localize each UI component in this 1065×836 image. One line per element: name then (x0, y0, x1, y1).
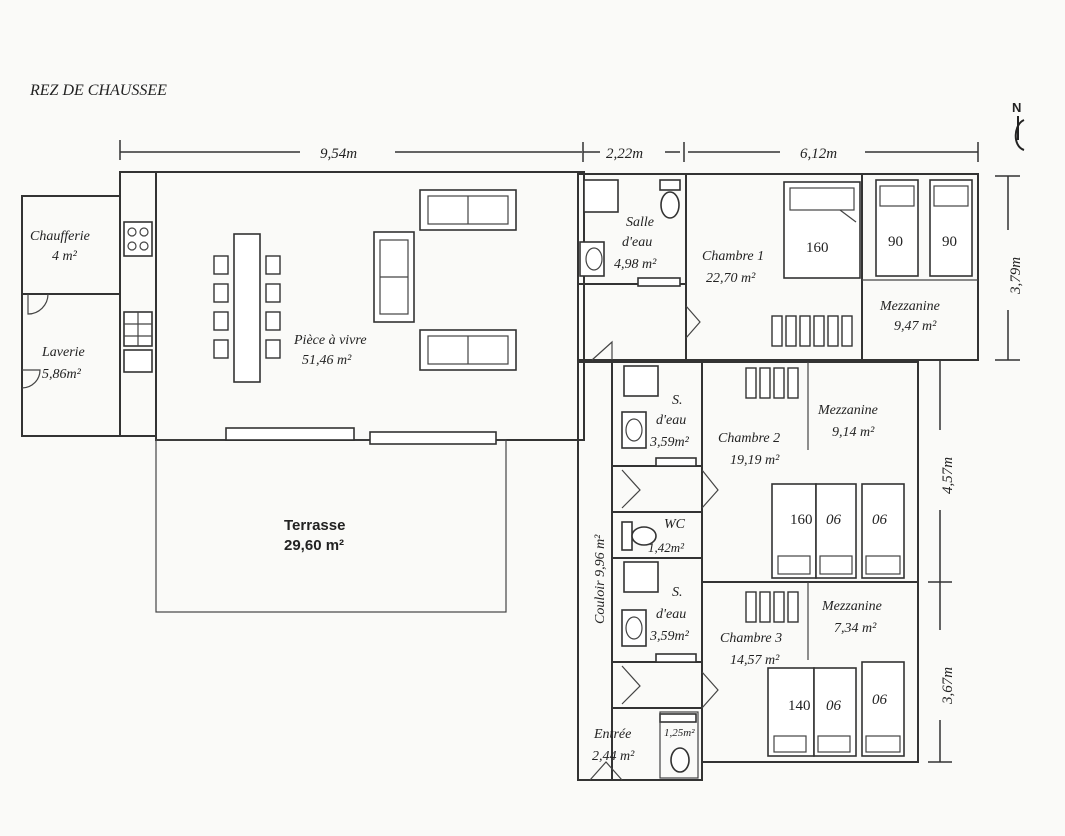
room-labels: Chaufferie 4 m² Laverie 5,86m² Pièce à v… (30, 215, 940, 764)
area-salle: 4,98 m² (614, 257, 657, 272)
plan-title: REZ DE CHAUSSEE (29, 82, 167, 99)
label-salle-eau: d'eau (622, 235, 652, 250)
label-chambre-2: Chambre 2 (718, 431, 780, 446)
label-s-eau-2b: d'eau (656, 607, 686, 622)
label-piece-a-vivre: Pièce à vivre (293, 333, 367, 348)
bed-label-ch3-06b: 06 (872, 692, 888, 708)
label-mezzanine-1: Mezzanine (879, 299, 940, 314)
bed-label-160: 160 (806, 240, 829, 256)
dimension-right (928, 175, 1020, 763)
sofa-top-icon (419, 189, 517, 231)
dimension-top (119, 140, 979, 162)
bed-chambre2-icon (771, 483, 905, 579)
area-chambre-3: 14,57 m² (730, 653, 780, 668)
area-wc: 1,42m² (648, 540, 685, 555)
dimension-label-height-1: 3,79m (1008, 257, 1024, 295)
area-entree: 2,44 m² (592, 749, 635, 764)
label-chambre-1: Chambre 1 (702, 249, 764, 264)
area-mezzanine-3: 7,34 m² (834, 621, 877, 636)
label-s-eau-2: S. (672, 585, 683, 600)
stove-icon (123, 221, 153, 257)
area-s-eau-2: 3,59m² (649, 629, 690, 644)
area-chambre-2: 19,19 m² (730, 453, 780, 468)
area-piece-a-vivre: 51,46 m² (302, 353, 352, 368)
area-mezzanine-1: 9,47 m² (894, 319, 937, 334)
bed-160-icon (783, 181, 861, 279)
label-mezzanine-2: Mezzanine (817, 403, 878, 418)
bed-label-ch2-06a: 06 (826, 512, 842, 528)
bed-chambre3-icon (767, 661, 905, 757)
oven-icon (123, 349, 153, 373)
label-terrasse: Terrasse (284, 517, 345, 534)
area-mezzanine-2: 9,14 m² (832, 425, 875, 440)
label-salle: Salle (626, 215, 654, 230)
bathroom-fixtures-icon (579, 179, 699, 779)
bed-90-b-icon (929, 179, 973, 277)
label-entree: Entrée (593, 727, 631, 742)
north-label: N (1012, 100, 1021, 115)
bed-label-ch2-160: 160 (790, 512, 813, 528)
bed-label-90-b: 90 (942, 234, 957, 250)
label-chambre-3: Chambre 3 (720, 631, 782, 646)
ladder-icon (745, 315, 853, 623)
area-chambre-1: 22,70 m² (706, 271, 756, 286)
sink-icon (123, 311, 153, 347)
dining-table-icon (213, 233, 281, 383)
sofa-middle-icon (373, 231, 415, 323)
area-small-wc: 1,25m² (664, 727, 695, 739)
dimension-label-middle: 2,22m (606, 146, 643, 162)
area-chaufferie: 4 m² (52, 249, 78, 264)
label-wc: WC (664, 517, 686, 532)
walls (21, 171, 979, 781)
label-s-eau-1b: d'eau (656, 413, 686, 428)
bed-label-ch3-140: 140 (788, 698, 811, 714)
bed-label-90-a: 90 (888, 234, 903, 250)
north-arrow-icon: N (1012, 100, 1025, 151)
area-laverie: 5,86m² (42, 367, 82, 382)
dimension-label-height-3: 3,67m (940, 667, 956, 705)
area-terrasse: 29,60 m² (284, 537, 344, 554)
label-mezzanine-3: Mezzanine (821, 599, 882, 614)
sofa-bottom-icon (419, 329, 517, 371)
door-icons (21, 293, 719, 781)
label-couloir: Couloir 9,96 m² (593, 534, 608, 624)
label-laverie: Laverie (41, 345, 85, 360)
bed-label-ch3-06a: 06 (826, 698, 842, 714)
bed-90-a-icon (875, 179, 919, 277)
bed-label-ch2-06b: 06 (872, 512, 888, 528)
dimension-label-total: 9,54m (320, 146, 357, 162)
dimension-label-right: 6,12m (800, 146, 837, 162)
label-chaufferie: Chaufferie (30, 229, 90, 244)
dimension-label-height-2: 4,57m (940, 457, 956, 494)
label-s-eau-1: S. (672, 393, 683, 408)
area-s-eau-1: 3,59m² (649, 435, 690, 450)
sliding-door-icon (225, 427, 497, 445)
bed-labels: 160 90 90 160 06 06 140 06 06 (788, 234, 957, 714)
